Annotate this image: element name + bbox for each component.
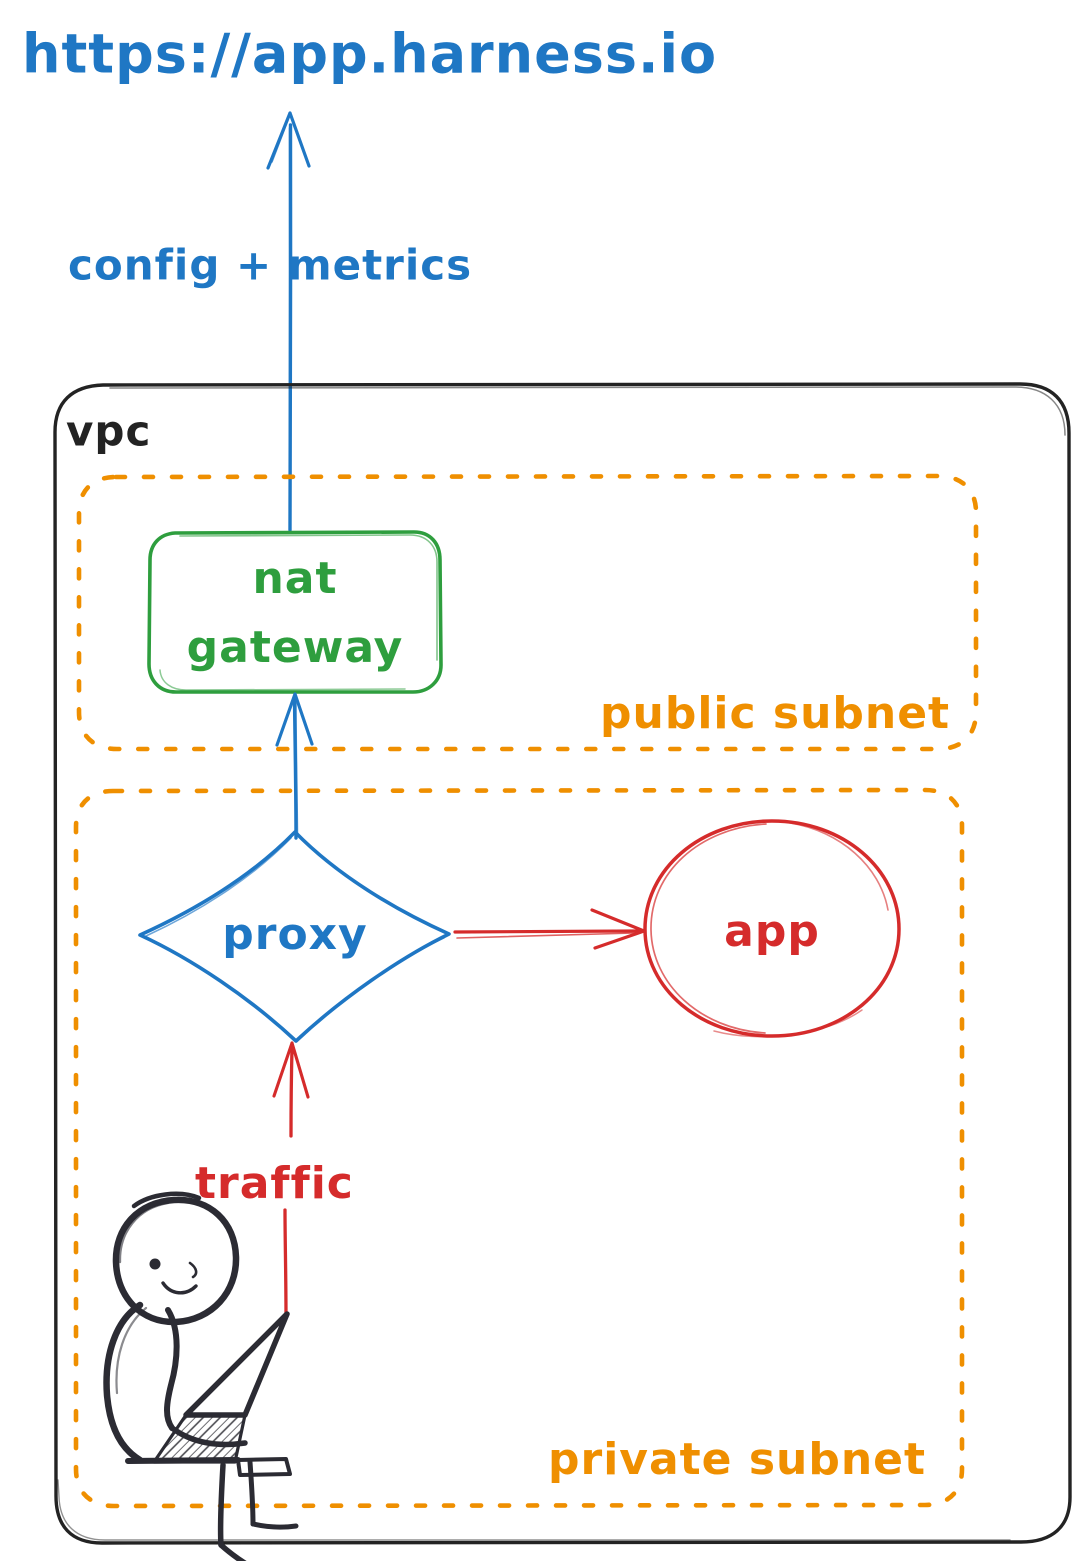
edge-user-to-proxy [272,1041,310,1320]
node-app[interactable]: app [643,819,901,1038]
nat-gateway-label-line-2: gateway [187,622,404,673]
edge-proxy-to-nat [275,692,314,840]
nat-gateway-label-line-1: nat [252,553,337,604]
vpc-container [53,382,1072,1545]
proxy-label: proxy [222,909,368,960]
edge-label-traffic: traffic [195,1158,354,1209]
private-subnet-boundary [73,787,965,1509]
app-label: app [724,906,820,957]
user-stick-figure-icon [103,1191,299,1561]
public-subnet-label: public subnet [600,688,950,739]
edge-label-config-metrics: config + metrics [68,241,472,290]
private-subnet-label: private subnet [548,1434,926,1485]
edge-nat-to-harness [266,111,311,532]
laptop-screen-icon [183,1311,290,1418]
external-endpoint-label: https://app.harness.io [22,23,717,86]
edge-proxy-to-app [453,908,646,950]
node-nat-gateway[interactable]: nat gateway [147,530,443,694]
node-proxy[interactable]: proxy [138,830,451,1043]
eye-icon [149,1258,161,1270]
vpc-label: vpc [66,407,151,456]
